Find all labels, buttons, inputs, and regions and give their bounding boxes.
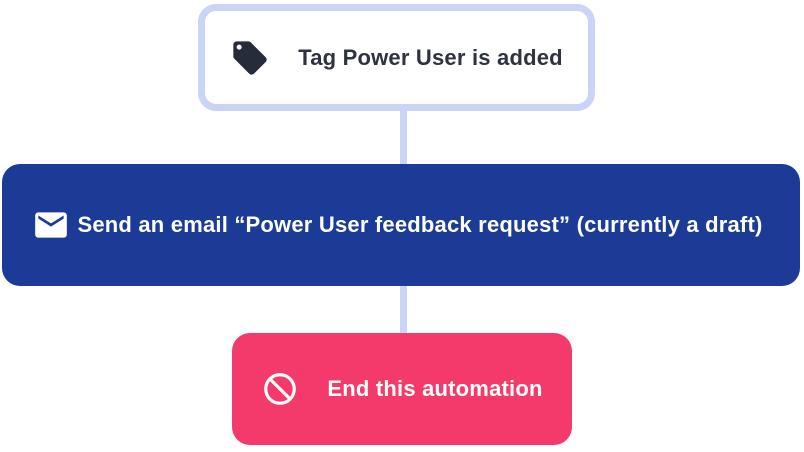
email-node-label: Send an email “Power User feedback reque… (77, 212, 763, 237)
exit-node-end-automation[interactable]: End this automation (232, 333, 572, 445)
connector-trigger-to-email (400, 111, 407, 164)
trigger-node-tag-added[interactable]: Tag Power User is added (198, 4, 595, 111)
trigger-node-label: Tag Power User is added (298, 44, 563, 70)
connector-email-to-end (400, 286, 407, 333)
end-node-label: End this automation (327, 376, 543, 401)
tag-icon (230, 38, 270, 78)
email-icon (32, 206, 70, 244)
action-node-send-email[interactable]: Send an email “Power User feedback reque… (2, 164, 800, 286)
block-icon (261, 370, 299, 408)
